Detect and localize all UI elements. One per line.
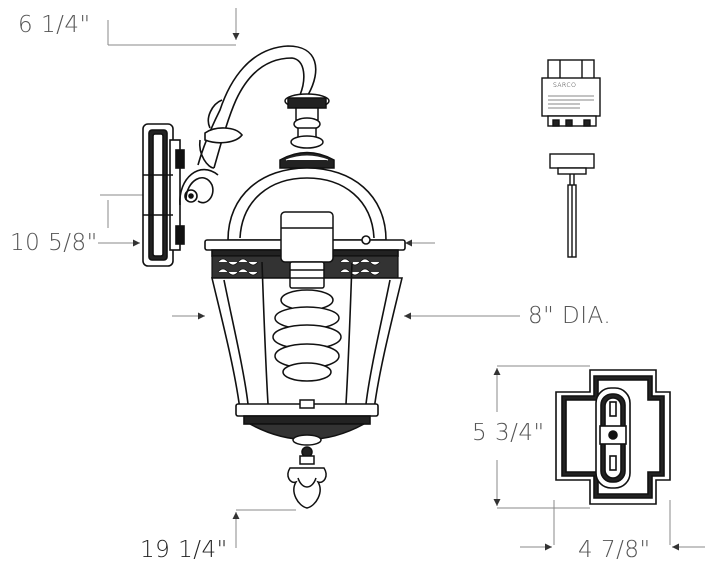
dim-diameter: 8" DIA. xyxy=(528,303,612,329)
wall-mount-plate xyxy=(142,123,185,267)
lantern-bottom-finial xyxy=(249,423,365,509)
ballast-module xyxy=(541,59,601,127)
back-plate xyxy=(555,369,671,505)
scroll-arm xyxy=(179,45,317,206)
dim-plate-width: 4 7/8" xyxy=(578,537,651,563)
lantern-top-finial xyxy=(279,93,335,169)
dim-top-offset: 6 1/4" xyxy=(18,12,91,38)
cfl-bulb xyxy=(272,211,342,409)
ballast-brand-label: SARCO xyxy=(553,82,577,89)
socket-bracket xyxy=(549,153,595,258)
dim-plate-height: 5 3/4" xyxy=(472,420,545,446)
dim-arm-height: 10 5/8" xyxy=(10,230,98,256)
dim-overall-height: 19 1/4" xyxy=(140,537,228,563)
dimension-lines xyxy=(98,8,705,551)
